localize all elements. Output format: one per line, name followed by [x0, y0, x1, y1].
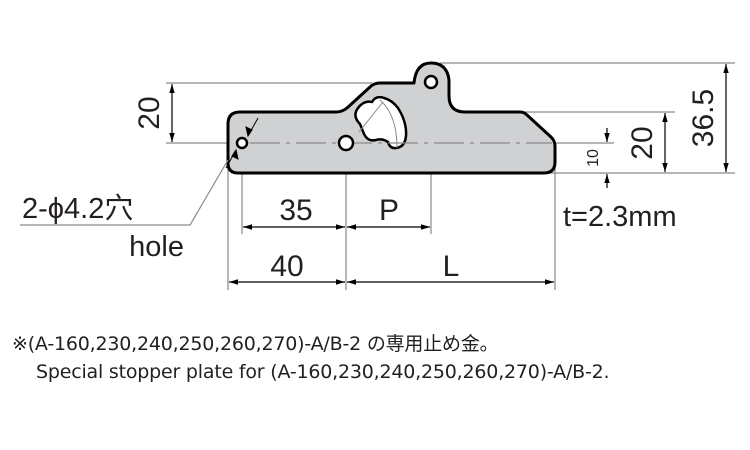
extension-lines	[166, 62, 735, 290]
dim-left-height: 20	[133, 96, 166, 129]
footnote-jp: ※(A-160,230,240,250,260,270)-A/B-2 の専用止め…	[12, 333, 499, 355]
hole-callout-en: hole	[129, 231, 184, 263]
stopper-plate-drawing: 20 36.5 20 10 35 P 40 L 2-ϕ4.2穴 hole t=2…	[20, 61, 735, 290]
footnote-en: Special stopper plate for (A-160,230,240…	[36, 361, 610, 383]
dim-center-offset: 10	[585, 149, 602, 167]
hole-callout-jp: 2-ϕ4.2穴	[22, 192, 133, 225]
dim-hole-spacing: 35	[279, 194, 312, 227]
hole-diameter-arrows	[225, 117, 259, 169]
thickness-label: t=2.3mm	[563, 201, 677, 233]
hole-middle	[337, 134, 355, 152]
dim-length: L	[443, 250, 460, 283]
keyhole-slot	[354, 95, 408, 150]
dim-edge-to-hole: 40	[270, 250, 303, 283]
hole-top	[423, 74, 439, 90]
dim-total-height: 36.5	[687, 89, 720, 147]
hole-left	[235, 136, 249, 150]
dimension-arrows	[169, 64, 729, 285]
dim-right-height: 20	[626, 126, 659, 159]
hole-leader-line	[20, 159, 229, 226]
footnote: ※(A-160,230,240,250,260,270)-A/B-2 の専用止め…	[12, 330, 610, 386]
dim-pitch: P	[379, 194, 399, 227]
